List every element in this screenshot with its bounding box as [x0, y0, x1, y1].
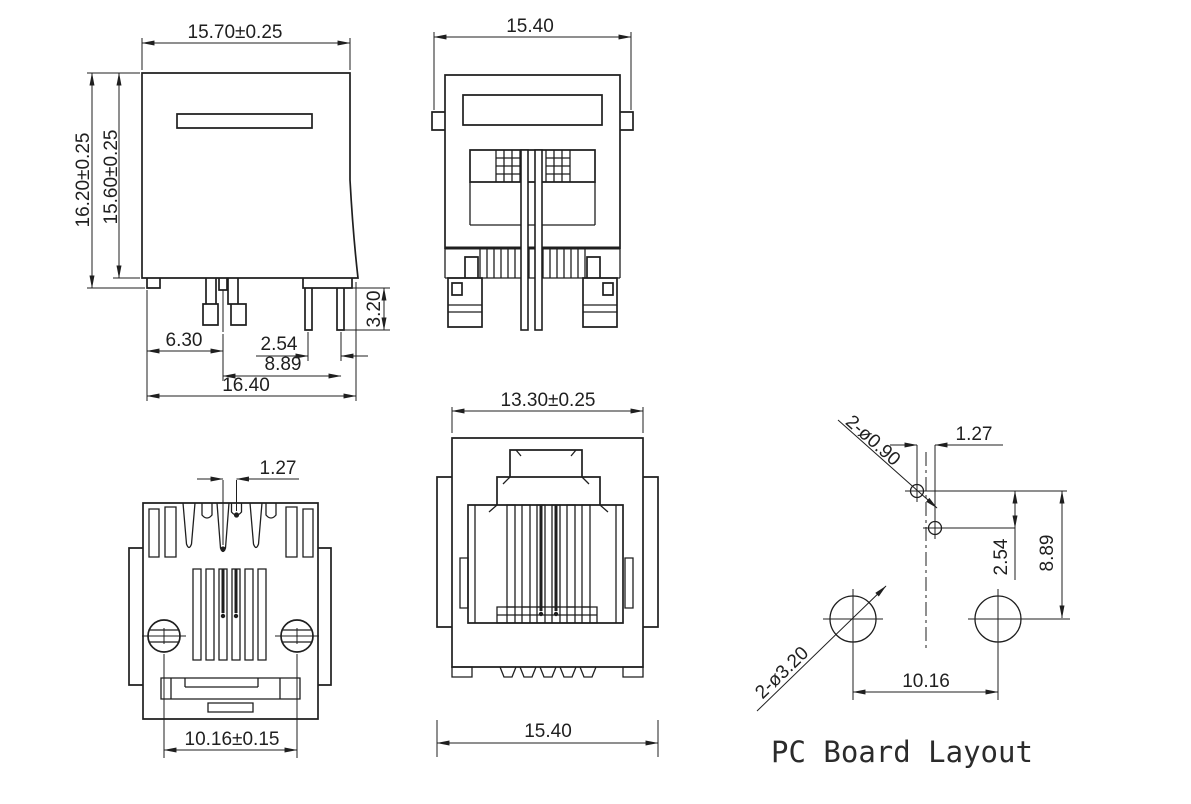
dim-row-pitch: 2.54 — [991, 538, 1012, 575]
dim-pin-offset: 6.30 — [166, 330, 203, 351]
pcb-crosshairs — [823, 490, 1070, 652]
rear-center-pin-left — [520, 149, 529, 331]
dim-overall-width: 16.40 — [222, 375, 270, 396]
dim-hole-pitch: 1.27 — [956, 424, 993, 445]
front-contact-bars — [539, 505, 558, 611]
rear-extension-lines — [433, 32, 632, 110]
pcb-leader-post-holes — [756, 585, 887, 712]
dim-pin-pitch: 2.54 — [261, 334, 298, 355]
dim-contact-pitch: 1.27 — [260, 458, 297, 479]
dim-pin-length: 3.20 — [364, 291, 385, 328]
rear-view: 15.40 — [431, 16, 634, 331]
rear-center-pin-right — [534, 149, 543, 331]
rear-contact-comb — [495, 150, 571, 182]
bottom-contact-dot-2 — [233, 512, 240, 518]
dim-front-width: 13.30±0.25 — [501, 390, 596, 411]
dim-row-span: 8.89 — [1037, 535, 1058, 572]
rear-inner-lines — [444, 182, 621, 313]
dim-outer-height: 16.20±0.25 — [73, 133, 94, 228]
side-extension-lines — [87, 38, 390, 401]
front-bottom-teeth — [451, 666, 644, 678]
bottom-extension-lines — [163, 480, 298, 758]
dim-post-spacing: 10.16 — [902, 671, 950, 692]
bottom-contact-dot-1 — [220, 546, 226, 552]
bottom-contact-bars — [221, 569, 238, 613]
bottom-body-outline — [128, 502, 332, 720]
bottom-view: 1.27 10.16±0.15 — [128, 458, 332, 758]
label-pin-holes: 2-ø0.90 — [841, 411, 904, 470]
bottom-slot-array — [192, 568, 267, 661]
bottom-post-right — [275, 619, 319, 653]
dim-front-overall: 15.40 — [524, 721, 572, 742]
front-body-outline — [436, 437, 659, 668]
front-extension-lines — [436, 407, 659, 757]
side-view: 15.70±0.25 16.20±0.25 15.60±0.25 6.30 2.… — [73, 22, 390, 401]
pcb-layout: 1.27 2.54 8.89 10.16 2-ø0.90 2-ø3.20 PC … — [751, 411, 1070, 769]
pcb-extension-lines — [852, 445, 1016, 700]
front-view: 13.30±0.25 15.40 — [436, 390, 659, 757]
bottom-post-left — [142, 619, 186, 653]
dim-rear-width: 15.40 — [506, 16, 554, 37]
dim-inner-height: 15.60±0.25 — [101, 130, 122, 225]
front-contact-slots — [506, 504, 591, 608]
front-opening-details — [459, 449, 634, 623]
label-post-holes: 2-ø3.20 — [751, 643, 813, 704]
side-body-outline — [141, 72, 359, 331]
dim-top-width: 15.70±0.25 — [188, 22, 283, 43]
dim-post-spacing: 10.16±0.15 — [185, 729, 280, 750]
bottom-contact-tip-right — [233, 613, 239, 619]
bottom-base-block — [160, 677, 301, 713]
front-comb-band — [496, 606, 598, 624]
dim-pin-span: 8.89 — [265, 354, 302, 375]
rear-body-outline — [431, 74, 634, 328]
pcb-leader-pin-holes — [837, 419, 938, 509]
pcb-caption: PC Board Layout — [771, 735, 1033, 769]
bottom-contact-tip-left — [220, 613, 226, 619]
rear-pin-comb — [479, 249, 586, 278]
bottom-top-comb — [148, 502, 314, 558]
